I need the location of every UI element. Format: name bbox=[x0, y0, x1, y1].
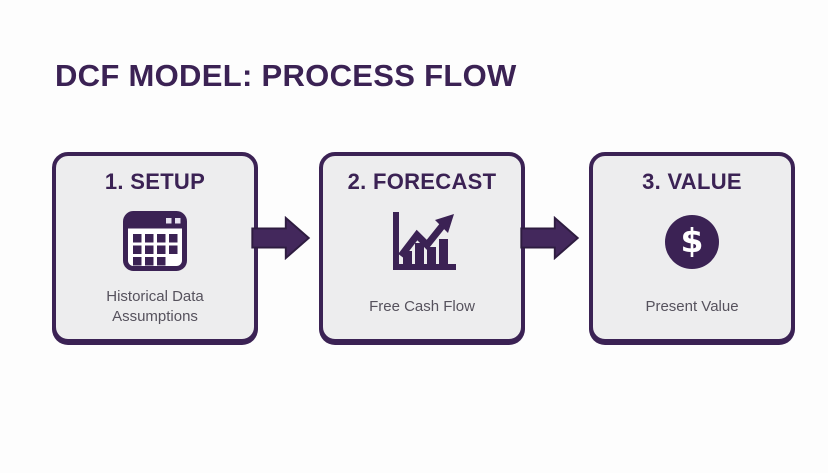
step-box-value: 3. VALUE $ Present Value bbox=[589, 152, 795, 343]
dollar-symbol: $ bbox=[680, 221, 704, 260]
step-heading: 1. SETUP bbox=[104, 169, 206, 194]
right-arrow-icon bbox=[520, 216, 580, 260]
rising-bar-chart-icon bbox=[388, 209, 456, 275]
page-title: DCF MODEL: PROCESS FLOW bbox=[55, 58, 517, 93]
step-caption: Historical Data Assumptions bbox=[106, 288, 204, 325]
step-box-forecast: 2. FORECAST Free Cash Flow bbox=[319, 152, 525, 343]
dollar-circle-icon: $ bbox=[665, 209, 719, 275]
step-heading: 3. VALUE bbox=[642, 169, 742, 194]
calendar-grid-icon bbox=[123, 208, 187, 274]
step-box-setup: 1. SETUP Historical Data Assumptions bbox=[52, 152, 258, 343]
right-arrow-icon bbox=[251, 216, 311, 260]
step-heading: 2. FORECAST bbox=[347, 169, 497, 194]
step-caption: Present Value bbox=[645, 298, 739, 316]
step-caption: Free Cash Flow bbox=[369, 298, 475, 316]
